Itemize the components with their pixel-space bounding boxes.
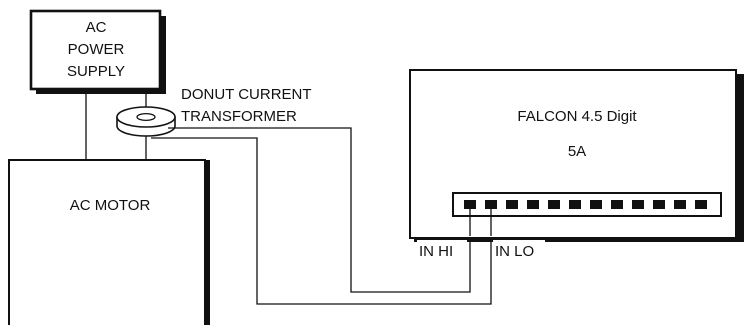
meter-model-label: FALCON 4.5 Digit (517, 108, 637, 125)
transformer-label-line1: DONUT CURRENT (181, 86, 312, 103)
ct-wire-to-in-hi (168, 127, 471, 293)
donut-current-transformer (116, 106, 176, 137)
terminal-4 (527, 200, 539, 209)
ac-power-supply: AC POWER SUPPLY (29, 9, 166, 94)
terminal-10 (653, 200, 665, 209)
power-supply-label-line2: POWER (68, 41, 125, 58)
ac-motor: AC MOTOR (8, 159, 210, 330)
power-supply-label-line3: SUPPLY (67, 63, 125, 80)
power-supply-label-line1: AC (86, 19, 107, 36)
terminal-5 (548, 200, 560, 209)
terminal-6 (569, 200, 581, 209)
ct-wire-to-in-lo (151, 137, 492, 305)
terminal-11 (674, 200, 686, 209)
terminal-1 (464, 200, 476, 209)
terminal-12 (695, 200, 707, 209)
in-hi-label: IN HI (419, 243, 453, 260)
falcon-meter: FALCON 4.5 Digit 5A (409, 69, 744, 242)
motor-label: AC MOTOR (70, 197, 151, 214)
transformer-label-line2: TRANSFORMER (181, 108, 297, 125)
terminal-8 (611, 200, 623, 209)
meter-range-label: 5A (568, 143, 586, 160)
in-lo-label: IN LO (495, 243, 534, 260)
terminal-9 (632, 200, 644, 209)
terminal-7 (590, 200, 602, 209)
terminal-strip (452, 192, 722, 217)
terminal-3 (506, 200, 518, 209)
terminal-2 (485, 200, 497, 209)
